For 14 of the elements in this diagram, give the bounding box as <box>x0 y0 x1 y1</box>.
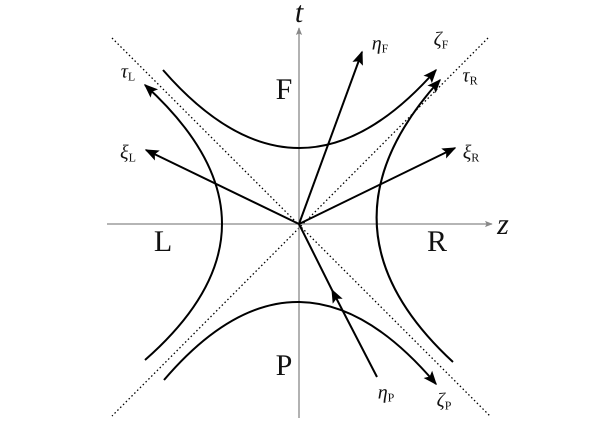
coordinate-label: ζ$_{F}$ <box>434 30 448 50</box>
coordinate-label: ξ$_{R}$ <box>462 142 480 164</box>
axis-label: z <box>497 210 509 240</box>
coordinate-label: ζ$_{P}$ <box>436 390 452 412</box>
coordinate-label: η$_{F}$ <box>372 34 388 54</box>
coordinate-label: η$_{P}$ <box>378 382 394 404</box>
coordinate-label: ξ$_{L}$ <box>120 142 136 164</box>
region-label: P <box>276 351 292 381</box>
coordinate-label: τ$_{L}$ <box>120 62 136 82</box>
region-label: R <box>427 227 447 257</box>
axis-label: t <box>294 0 304 28</box>
region-label: L <box>154 227 172 257</box>
region-label: F <box>276 75 292 105</box>
coordinate-label: τ$_{R}$ <box>462 66 478 86</box>
